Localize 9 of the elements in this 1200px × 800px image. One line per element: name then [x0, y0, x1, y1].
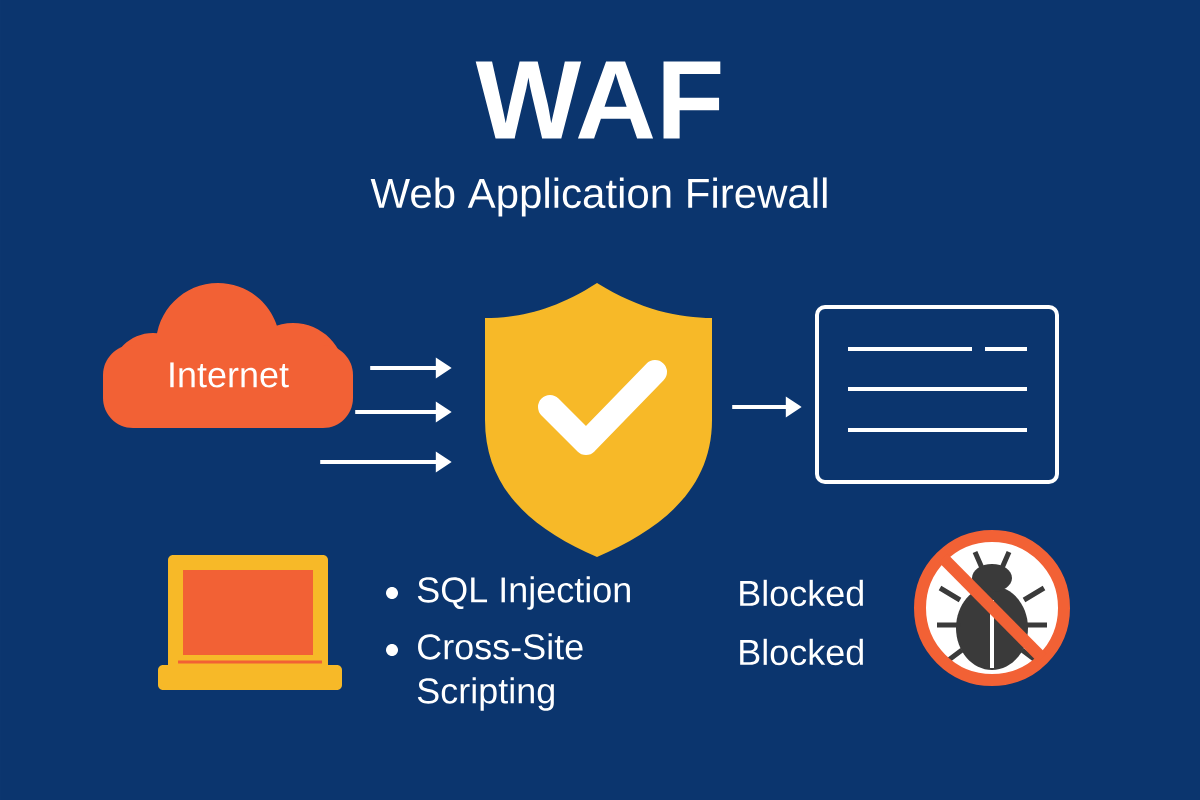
status-text: Blocked	[740, 579, 863, 607]
cloud-node: Internet	[103, 283, 353, 428]
subtitle: Web Application Firewall	[370, 177, 827, 217]
shield-drawing	[485, 283, 712, 557]
title: WAF	[475, 61, 721, 139]
status-text: Blocked	[740, 638, 863, 666]
threat-item: Cross-Site Scripting	[417, 633, 583, 711]
page-window-drawing	[815, 305, 1059, 484]
threat-item: SQL Injection	[417, 576, 630, 610]
